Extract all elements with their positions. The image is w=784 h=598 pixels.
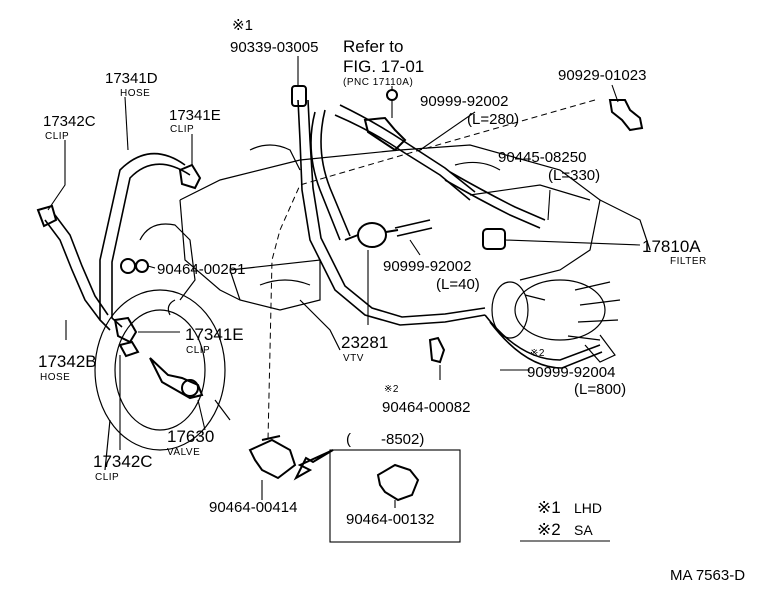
clip-17341E-bottom-label: CLIP bbox=[186, 345, 210, 356]
inset-box bbox=[329, 449, 461, 543]
clamp-90464-00414 bbox=[248, 435, 297, 480]
clip-17341E-top bbox=[178, 163, 202, 190]
legend-2-mark: ※2 bbox=[537, 520, 561, 539]
part-17341D: 17341D bbox=[105, 70, 158, 87]
refer-to-label: Refer to bbox=[343, 37, 403, 56]
part-90464-00414: 90464-00414 bbox=[209, 499, 297, 516]
engine-block-outline bbox=[139, 144, 651, 351]
part-90464-00132: 90464-00132 bbox=[346, 511, 434, 528]
part-90999-92004: 90999-92004 bbox=[527, 364, 615, 381]
part-90464-00251: 90464-00251 bbox=[157, 261, 245, 278]
valve-17630 bbox=[149, 357, 204, 400]
legend-1-mark: ※1 bbox=[537, 498, 561, 517]
distributor bbox=[491, 279, 621, 363]
part-90929-01023: 90929-01023 bbox=[558, 67, 646, 84]
clip-90464-00082 bbox=[428, 336, 446, 364]
reference-code: MA 7563-D bbox=[670, 567, 745, 584]
part-90339-03005: 90339-03005 bbox=[230, 39, 318, 56]
hoses bbox=[44, 99, 603, 369]
plug-90339-03005 bbox=[291, 85, 307, 107]
vtv-label: VTV bbox=[343, 353, 364, 364]
part-23281: 23281 bbox=[341, 333, 388, 352]
mark2-right: ※2 bbox=[530, 348, 545, 359]
pnc-label: (PNC 17110A) bbox=[343, 77, 413, 88]
part-90999-92002-mid: 90999-92002 bbox=[383, 258, 471, 275]
part-17341E-bottom: 17341E bbox=[185, 325, 244, 344]
part-90464-00082: 90464-00082 bbox=[382, 399, 470, 416]
fig-17-01-label: FIG. 17-01 bbox=[343, 57, 424, 76]
labels: ※1 90339-03005 Refer to FIG. 17-01 (PNC … bbox=[38, 17, 745, 584]
brake-booster bbox=[94, 289, 231, 471]
part-90999-92002-top: 90999-92002 bbox=[420, 93, 508, 110]
part-17342C-top: 17342C bbox=[43, 113, 96, 130]
bracket-90929-01023 bbox=[608, 99, 644, 132]
mark1-top-label: ※1 bbox=[232, 17, 253, 34]
filter-label: FILTER bbox=[670, 256, 707, 267]
part-17630: 17630 bbox=[167, 427, 214, 446]
bracket-range: ( -8502) bbox=[346, 431, 424, 448]
clip-17341E-bottom bbox=[113, 316, 140, 358]
length-280: (L=280) bbox=[467, 111, 519, 128]
clip-17342C-top-label: CLIP bbox=[45, 131, 69, 142]
hose-17341D-label: HOSE bbox=[120, 88, 150, 99]
part-17341E-top: 17341E bbox=[169, 107, 221, 124]
hose-17342B-label: HOSE bbox=[40, 372, 70, 383]
legend-1-text: LHD bbox=[574, 500, 602, 516]
part-17342B: 17342B bbox=[38, 352, 97, 371]
clip-17342C-top bbox=[36, 204, 58, 228]
length-800: (L=800) bbox=[574, 381, 626, 398]
part-17810A: 17810A bbox=[642, 237, 701, 256]
arrow-pointer bbox=[293, 449, 334, 481]
length-330: (L=330) bbox=[548, 167, 600, 184]
valve-label: VALVE bbox=[167, 447, 200, 458]
clip-17342C-bottom-label: CLIP bbox=[95, 472, 119, 483]
vtv-23281 bbox=[344, 222, 399, 248]
part-17342C-bottom: 17342C bbox=[93, 452, 153, 471]
clip-17341E-top-label: CLIP bbox=[170, 124, 194, 135]
filter-17810A bbox=[482, 228, 506, 250]
leader-lines bbox=[47, 56, 641, 508]
length-40: (L=40) bbox=[436, 276, 480, 293]
mark2-mid: ※2 bbox=[384, 384, 399, 395]
clip-90464-00251 bbox=[120, 258, 149, 274]
legend-2-text: SA bbox=[574, 522, 593, 538]
part-90445-08250: 90445-08250 bbox=[498, 149, 586, 166]
